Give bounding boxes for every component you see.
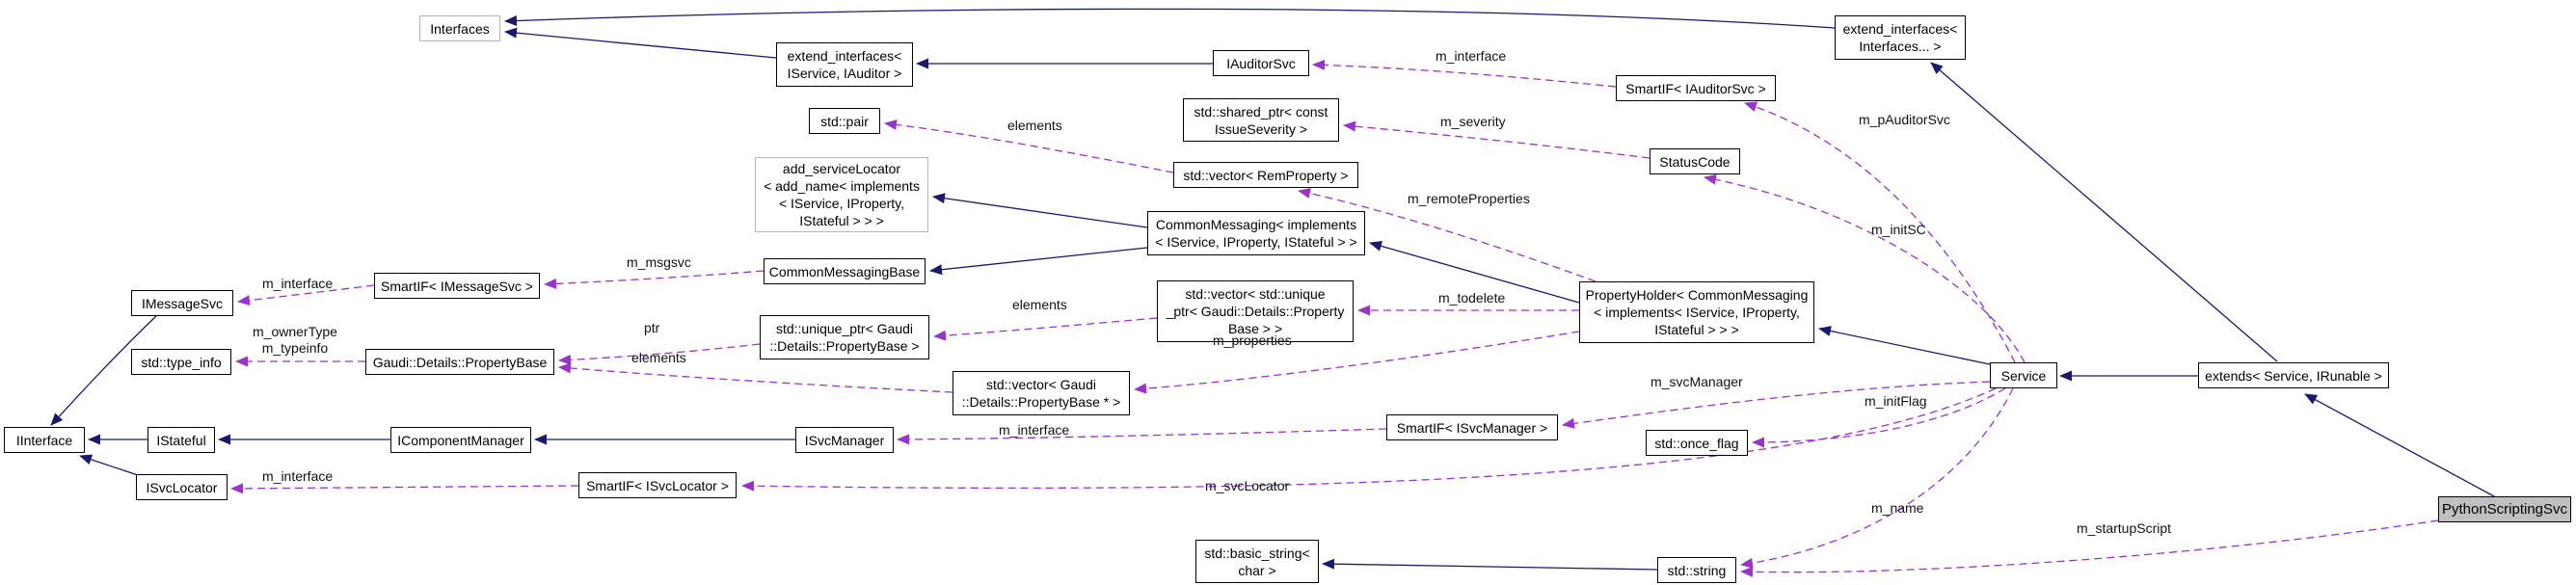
node-icomponentmanager[interactable]: IComponentManager <box>390 427 531 453</box>
node-iinterface[interactable]: IInterface <box>4 427 85 453</box>
node-gaudi-details-propertybase[interactable]: Gaudi::Details::PropertyBase <box>365 349 554 375</box>
edge-usage-commonmessagingbase-to-smartif-imessagesvc <box>544 270 765 289</box>
edge-usage-vector-remproperty-to-std-pair <box>884 119 1174 173</box>
edge-label-m-initflag: m_initFlag <box>1865 393 1927 409</box>
edge-inheritance-commonmessaging-to-add-servicelocator <box>932 193 1148 228</box>
edge-usage-pythonscriptingsvc-to-std-string <box>1740 519 2439 577</box>
node-pythonscriptingsvc[interactable]: PythonScriptingSvc <box>2438 496 2571 522</box>
edge-label-m-svcmanager: m_svcManager <box>1650 374 1743 389</box>
edge-inheritance-commonmessaging-to-commonmessagingbase <box>929 247 1148 276</box>
edge-usage-service-to-smartif-iauditorsvc <box>1744 101 2016 363</box>
edge-usage-smartif-iauditorsvc-to-iauditorsvc <box>1312 59 1617 88</box>
node-iauditorsvc[interactable]: IAuditorSvc <box>1213 50 1309 76</box>
node-commonmessagingbase[interactable]: CommonMessagingBase <box>764 258 926 284</box>
node-interfaces[interactable]: Interfaces <box>419 15 500 41</box>
edge-label-ptr: ptr <box>644 320 660 335</box>
node-extend-interfaces-iservice-iauditor[interactable]: extend_interfaces< IService, IAuditor > <box>776 42 913 87</box>
edge-usage-service-to-smartif-isvclocator <box>741 387 1997 492</box>
node-extends-service-irunable[interactable]: extends< Service, IRunable > <box>2198 362 2389 388</box>
edge-usage-service-to-smartif-isvcmanager <box>1562 381 1991 429</box>
edge-usage-service-to-std-once-flag <box>1752 387 2006 448</box>
node-isvcmanager[interactable]: ISvcManager <box>795 427 894 453</box>
edge-usage-propertyholder-to-vector-propertybase-ptr <box>1134 331 1580 394</box>
node-istateful[interactable]: IStateful <box>148 427 215 453</box>
edge-usage-unique-ptr-to-propertybase <box>558 343 761 365</box>
edge-usage-propertyholder-to-vector-remproperty <box>1298 188 1597 282</box>
edge-label-m-remoteproperties: m_remoteProperties <box>1408 191 1530 206</box>
node-std-type-info[interactable]: std::type_info <box>131 349 231 375</box>
edge-inheritance-extends-to-extend-interfaces-ellipsis <box>1930 62 2278 362</box>
edge-usage-service-to-statuscode <box>1704 173 2026 363</box>
node-extend-interfaces-ellipsis[interactable]: extend_interfaces< Interfaces... > <box>1835 15 1966 60</box>
node-smartif-isvclocator[interactable]: SmartIF< ISvcLocator > <box>578 472 737 498</box>
edge-label-m-interface-imessagesvc: m_interface <box>262 276 334 291</box>
edge-label-elements-pair: elements <box>1007 118 1062 133</box>
node-std-once-flag[interactable]: std::once_flag <box>1646 430 1748 456</box>
node-propertyholder[interactable]: PropertyHolder< CommonMessaging < implem… <box>1579 281 1814 343</box>
edge-label-m-interface-iauditorsvc: m_interface <box>1436 48 1507 64</box>
node-imessagesvc[interactable]: IMessageSvc <box>131 290 233 316</box>
edge-usage-smartif-isvcmanager-to-isvcmanager <box>897 428 1387 445</box>
edge-inheritance-extend-interfaces-svc-auditor-to-interfaces <box>504 27 777 59</box>
node-service[interactable]: Service <box>1990 362 2057 388</box>
node-std-vector-propertybase-ptr[interactable]: std::vector< Gaudi ::Details::PropertyBa… <box>953 371 1130 415</box>
node-std-shared-ptr-issueseverity[interactable]: std::shared_ptr< const IssueSeverity > <box>1183 98 1339 142</box>
node-std-vector-remproperty[interactable]: std::vector< RemProperty > <box>1173 162 1358 188</box>
edge-usage-smartif-imessagesvc-to-imessagesvc <box>237 284 375 306</box>
edge-label-m-severity: m_severity <box>1440 114 1506 129</box>
node-smartif-iauditorsvc[interactable]: SmartIF< IAuditorSvc > <box>1616 75 1776 101</box>
edge-inheritance-propertyholder-to-commonmessaging <box>1369 241 1580 304</box>
edge-label-m-interface-isvclocator: m_interface <box>262 468 334 484</box>
edge-usage-vector-propertybase-ptr-to-propertybase <box>558 362 953 393</box>
node-std-pair[interactable]: std::pair <box>809 108 880 134</box>
edge-label-elements-unique: elements <box>1012 297 1067 312</box>
edge-inheritance-pythonscriptingsvc-to-extends <box>2304 393 2495 497</box>
edge-label-m-pauditorsvc: m_pAuditorSvc <box>1859 112 1950 127</box>
edge-label-m-startupscript: m_startupScript <box>2077 520 2172 536</box>
edge-label-m-name: m_name <box>1871 500 1924 516</box>
edge-usage-service-to-std-string <box>1740 387 2014 569</box>
edge-label-m-todelete: m_todelete <box>1438 290 1506 306</box>
edge-label-m-msgsvc: m_msgsvc <box>627 254 691 270</box>
edge-label-m-ownertype-m-typeinfo: m_ownerType m_typeinfo <box>253 324 337 356</box>
edge-inheritance-service-to-propertyholder <box>1818 326 1991 365</box>
node-std-string[interactable]: std::string <box>1657 557 1736 583</box>
node-commonmessaging[interactable]: CommonMessaging< implements < IService, … <box>1147 211 1365 255</box>
node-statuscode[interactable]: StatusCode <box>1650 148 1740 174</box>
edge-label-m-initsc: m_initSC <box>1871 222 1926 237</box>
edge-inheritance-std-string-to-std-basic-string <box>1322 558 1658 571</box>
edge-inheritance-imessagesvc-to-iinterface <box>50 315 157 426</box>
edge-usage-smartif-isvclocator-to-isvclocator <box>230 483 579 494</box>
node-std-unique-ptr-propertybase[interactable]: std::unique_ptr< Gaudi ::Details::Proper… <box>760 315 929 359</box>
node-std-basic-string-char[interactable]: std::basic_string< char > <box>1195 540 1319 583</box>
edge-label-elements-propertybase: elements <box>631 350 686 365</box>
edge-inheritance-isvclocator-to-iinterface <box>79 454 142 477</box>
edge-label-m-svclocator: m_svcLocator <box>1205 478 1290 493</box>
edge-usage-vector-unique-to-unique-ptr <box>933 317 1158 341</box>
node-add-servicelocator[interactable]: add_serviceLocator < add_name< implement… <box>755 157 928 232</box>
node-std-vector-unique-ptr[interactable]: std::vector< std::unique _ptr< Gaudi::De… <box>1157 280 1354 342</box>
node-isvclocator[interactable]: ISvcLocator <box>136 474 228 500</box>
edge-label-m-interface-isvcmanager: m_interface <box>999 422 1070 438</box>
edge-inheritance-extend-interfaces-ellipsis-to-interfaces <box>504 8 1836 29</box>
edge-usage-statuscode-to-shared-ptr <box>1343 120 1650 159</box>
node-smartif-isvcmanager[interactable]: SmartIF< ISvcManager > <box>1386 414 1558 440</box>
node-smartif-imessagesvc[interactable]: SmartIF< IMessageSvc > <box>374 273 540 299</box>
edge-label-m-properties: m_properties <box>1213 332 1292 348</box>
